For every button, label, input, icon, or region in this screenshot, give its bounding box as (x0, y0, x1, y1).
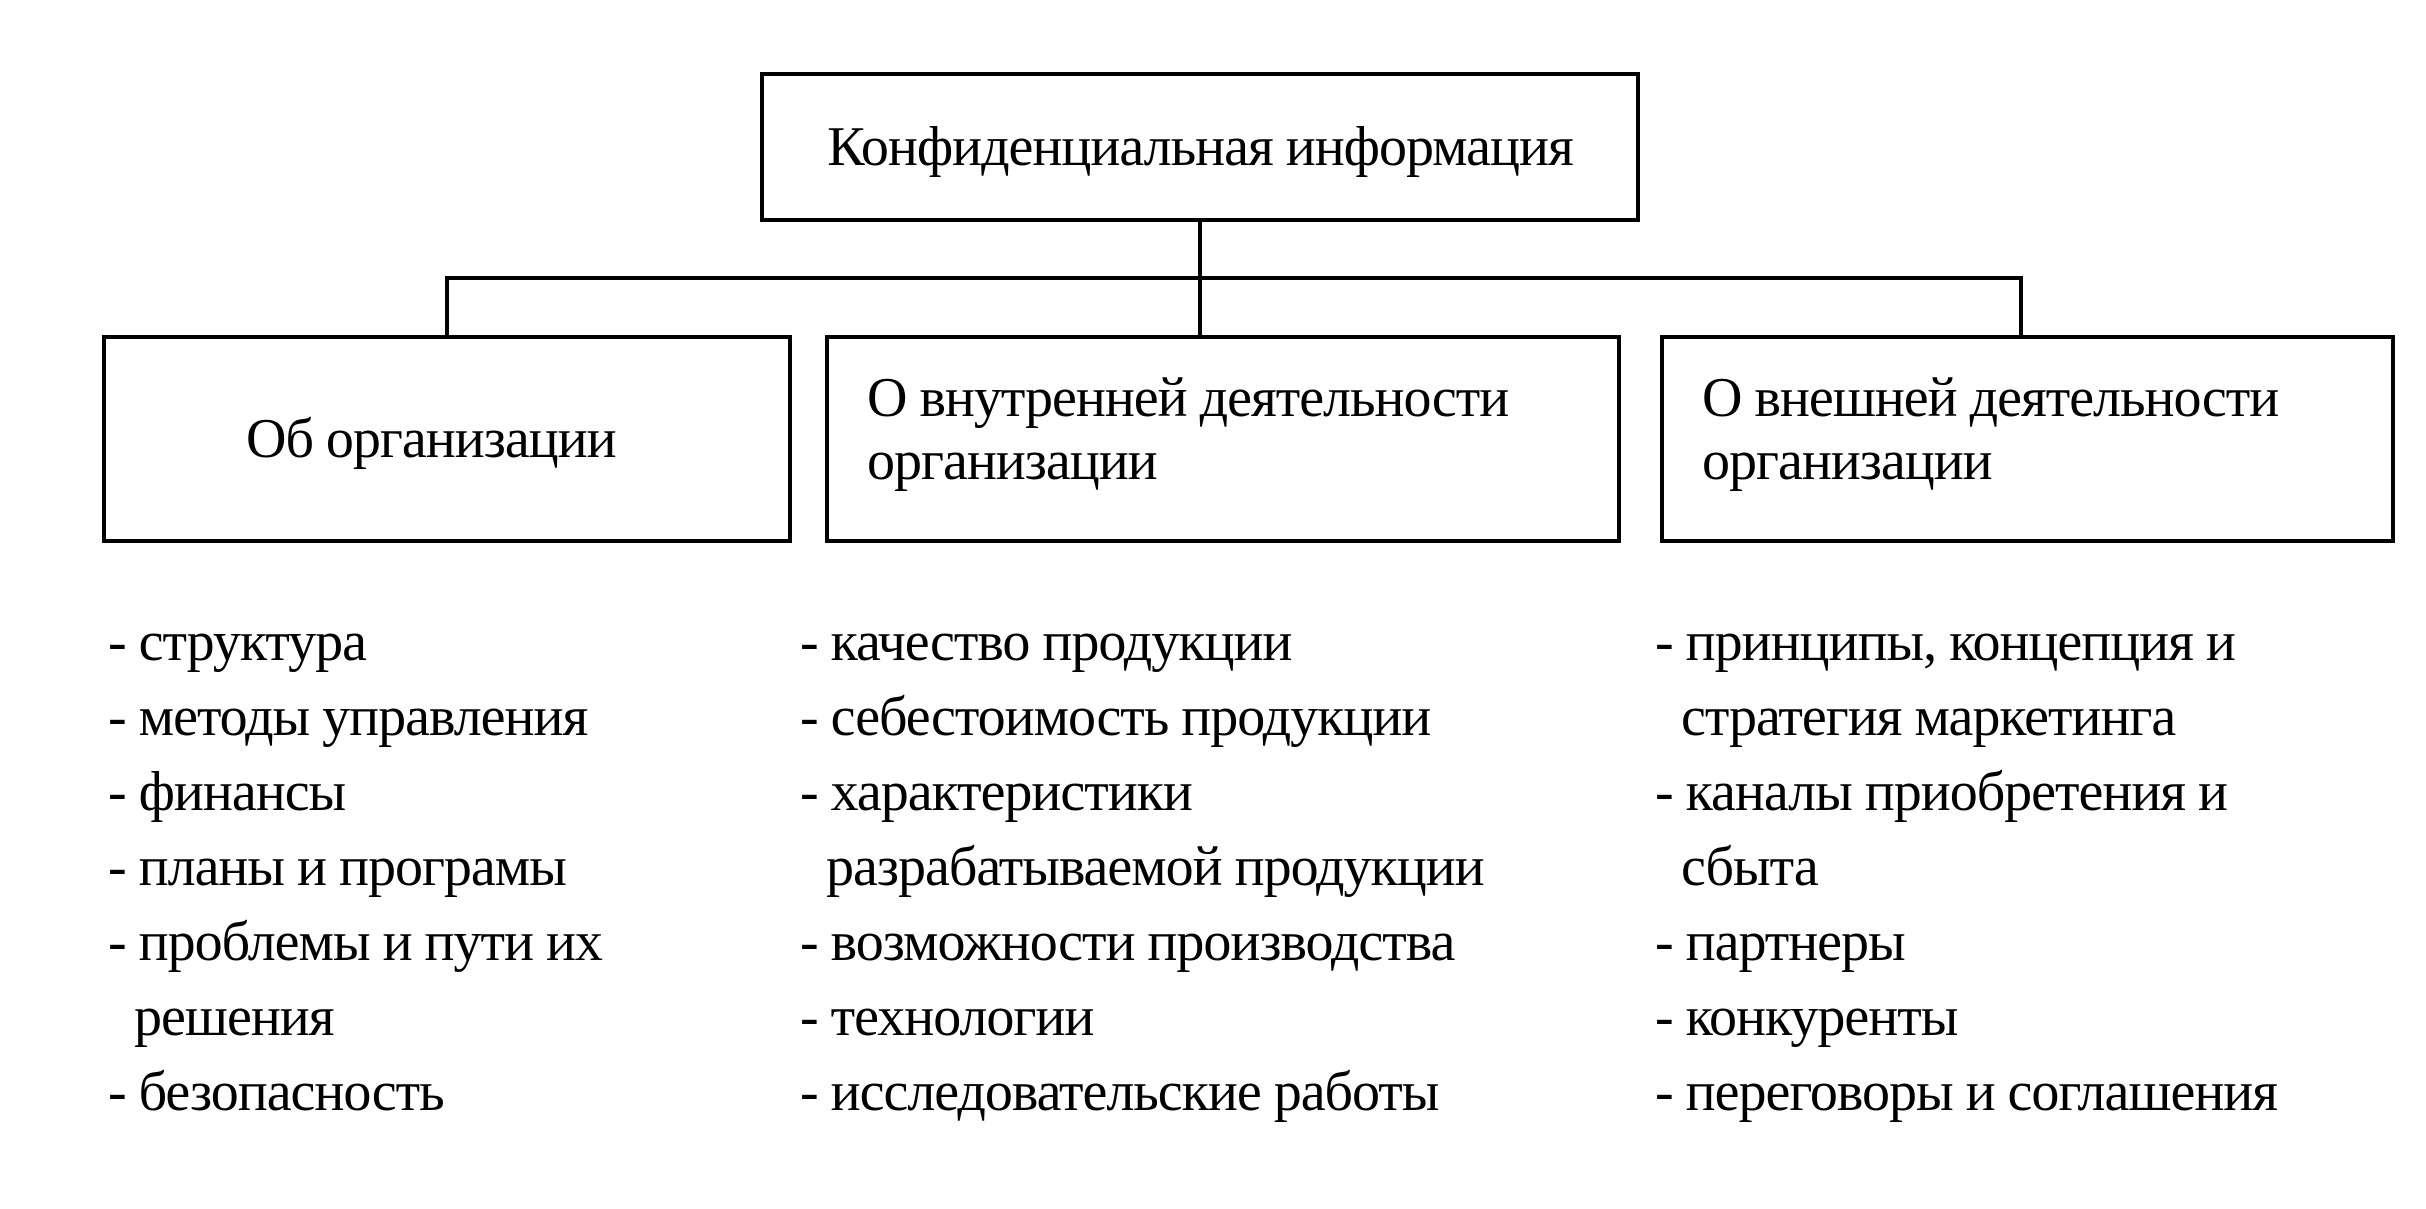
category-label-line-1: О внешней деятельности (1702, 367, 2279, 429)
root-label: Конфиденциальная информация (827, 115, 1573, 178)
list-item: - себестоимость продукции (800, 686, 1431, 748)
list-item: - проблемы и пути их (108, 911, 603, 973)
list-item: - переговоры и соглашения (1655, 1061, 2278, 1123)
item-list-external-activity: - принципы, концепция и стратегия маркет… (1655, 605, 2415, 1130)
list-item: сбыта (1655, 836, 1819, 898)
category-box-organization: Об организации (102, 335, 792, 543)
list-item: - исследовательские работы (800, 1061, 1439, 1123)
list-item: - партнеры (1655, 911, 1906, 973)
list-item: - методы управления (108, 686, 588, 748)
list-item: решения (108, 986, 335, 1048)
list-item: - характеристики (800, 761, 1193, 823)
connector-drop-internal (1198, 276, 1202, 336)
list-item: - каналы приобретения и (1655, 761, 2228, 823)
list-item: - качество продукции (800, 611, 1292, 673)
root-box: Конфиденциальная информация (760, 72, 1640, 222)
list-item: - финансы (108, 761, 346, 823)
list-item: - планы и програмы (108, 836, 567, 898)
category-label-line-1: О внутренней деятельности (867, 367, 1509, 429)
connector-root-stem (1198, 222, 1202, 278)
category-label-line-2: организации (1702, 429, 1993, 492)
list-item: - технологии (800, 986, 1094, 1048)
category-box-external-activity: О внешней деятельности организации (1660, 335, 2395, 543)
item-list-organization: - структура - методы управления - финанс… (108, 605, 768, 1130)
list-item: - возможности производства (800, 911, 1455, 973)
category-label-line-2: организации (867, 429, 1158, 492)
list-item: - конкуренты (1655, 986, 1958, 1048)
connector-drop-external (2019, 276, 2023, 336)
list-item: разрабатываемой продукции (800, 836, 1485, 898)
connector-drop-org (445, 276, 449, 336)
list-item: - структура (108, 611, 367, 673)
category-box-internal-activity: О внутренней деятельности организации (825, 335, 1621, 543)
list-item: стратегия маркетинга (1655, 686, 2176, 748)
list-item: - принципы, концепция и (1655, 611, 2236, 673)
item-list-internal-activity: - качество продукции - себестоимость про… (800, 605, 1630, 1130)
connector-horizontal (445, 276, 2023, 280)
list-item: - безопасность (108, 1061, 445, 1123)
category-label: Об организации (246, 407, 617, 470)
